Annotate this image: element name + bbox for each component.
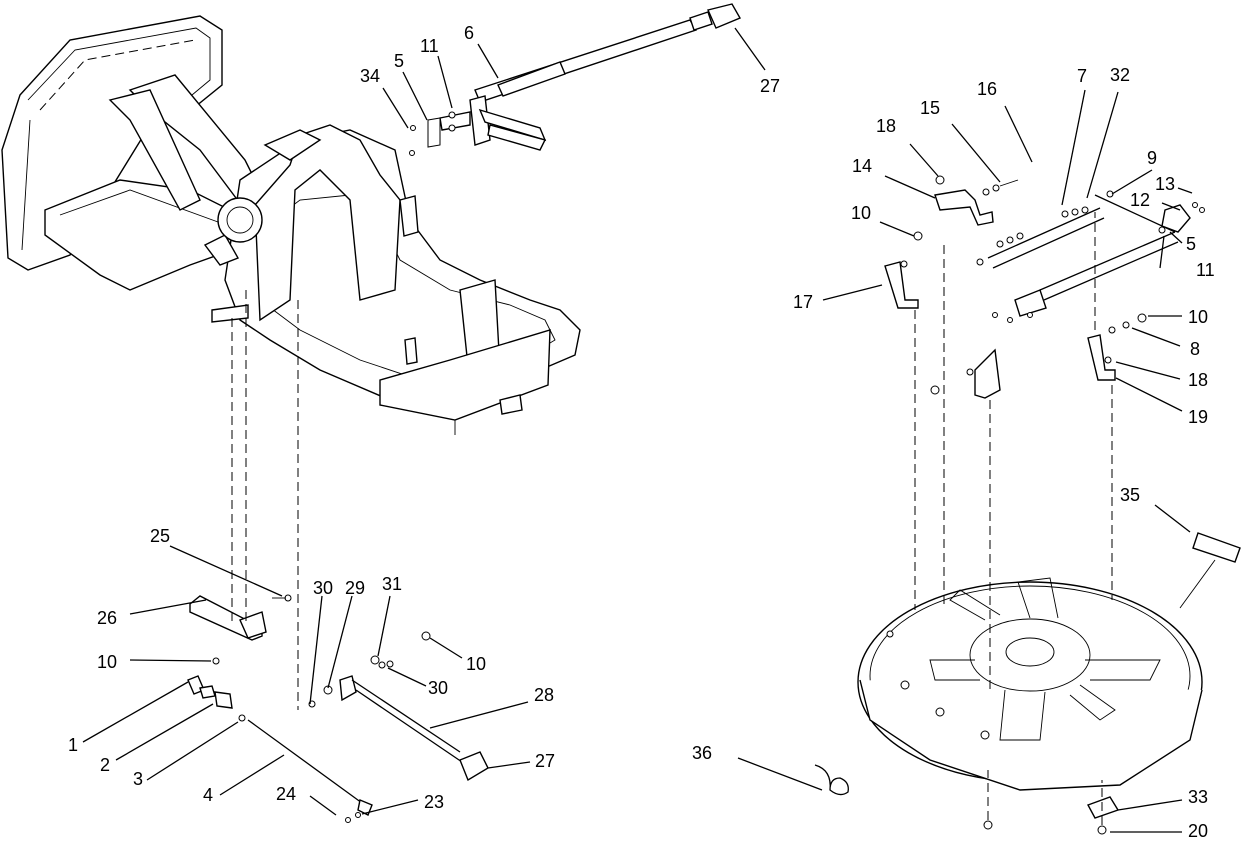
- callout-4: 4: [203, 785, 213, 805]
- callout-27: 27: [535, 751, 555, 771]
- deck-lift-brackets: [884, 175, 1205, 399]
- callout-32: 32: [1110, 65, 1130, 85]
- callout-20: 20: [1188, 821, 1208, 841]
- callout-29: 29: [345, 578, 365, 598]
- callout-31: 31: [382, 574, 402, 594]
- callout-15: 15: [920, 98, 940, 118]
- tractor-frame: [1, 15, 581, 435]
- callout-labels: 34 5 11 6 27 25 26 10 30 29 31 30 10 28 …: [68, 23, 1215, 841]
- callout-17: 17: [793, 292, 813, 312]
- callout-13: 13: [1155, 174, 1175, 194]
- height-adjust-linkage: [187, 594, 489, 823]
- callout-5: 5: [394, 51, 404, 71]
- callout-30: 30: [313, 578, 333, 598]
- callout-16: 16: [977, 79, 997, 99]
- callout-30: 30: [428, 678, 448, 698]
- left-alignment-lines: [231, 290, 299, 710]
- callout-11: 11: [1196, 260, 1215, 280]
- callout-19: 19: [1188, 407, 1208, 427]
- callout-5: 5: [1186, 234, 1196, 254]
- callout-23: 23: [424, 792, 444, 812]
- callout-6: 6: [464, 23, 474, 43]
- callout-8: 8: [1190, 339, 1200, 359]
- callout-35: 35: [1120, 485, 1140, 505]
- lift-shaft-assembly: [409, 3, 742, 156]
- mower-deck: [814, 532, 1241, 835]
- callout-10: 10: [466, 654, 486, 674]
- callout-10: 10: [97, 652, 117, 672]
- callout-18: 18: [876, 116, 896, 136]
- callout-9: 9: [1147, 148, 1157, 168]
- callout-11: 11: [420, 36, 439, 56]
- callout-1: 1: [68, 735, 78, 755]
- callout-7: 7: [1077, 66, 1087, 86]
- callout-10: 10: [851, 203, 871, 223]
- right-alignment-lines: [914, 212, 1216, 825]
- callout-24: 24: [276, 784, 296, 804]
- callout-34: 34: [360, 66, 380, 86]
- callout-18: 18: [1188, 370, 1208, 390]
- callout-36: 36: [692, 743, 712, 763]
- callout-14: 14: [852, 156, 872, 176]
- callout-2: 2: [100, 755, 110, 775]
- callout-28: 28: [534, 685, 554, 705]
- leader-lines: [82, 27, 1193, 833]
- callout-25: 25: [150, 526, 170, 546]
- callout-12: 12: [1130, 190, 1150, 210]
- callout-26: 26: [97, 608, 117, 628]
- callout-33: 33: [1188, 787, 1208, 807]
- callout-27: 27: [760, 76, 780, 96]
- callout-3: 3: [133, 769, 143, 789]
- callout-10: 10: [1188, 307, 1208, 327]
